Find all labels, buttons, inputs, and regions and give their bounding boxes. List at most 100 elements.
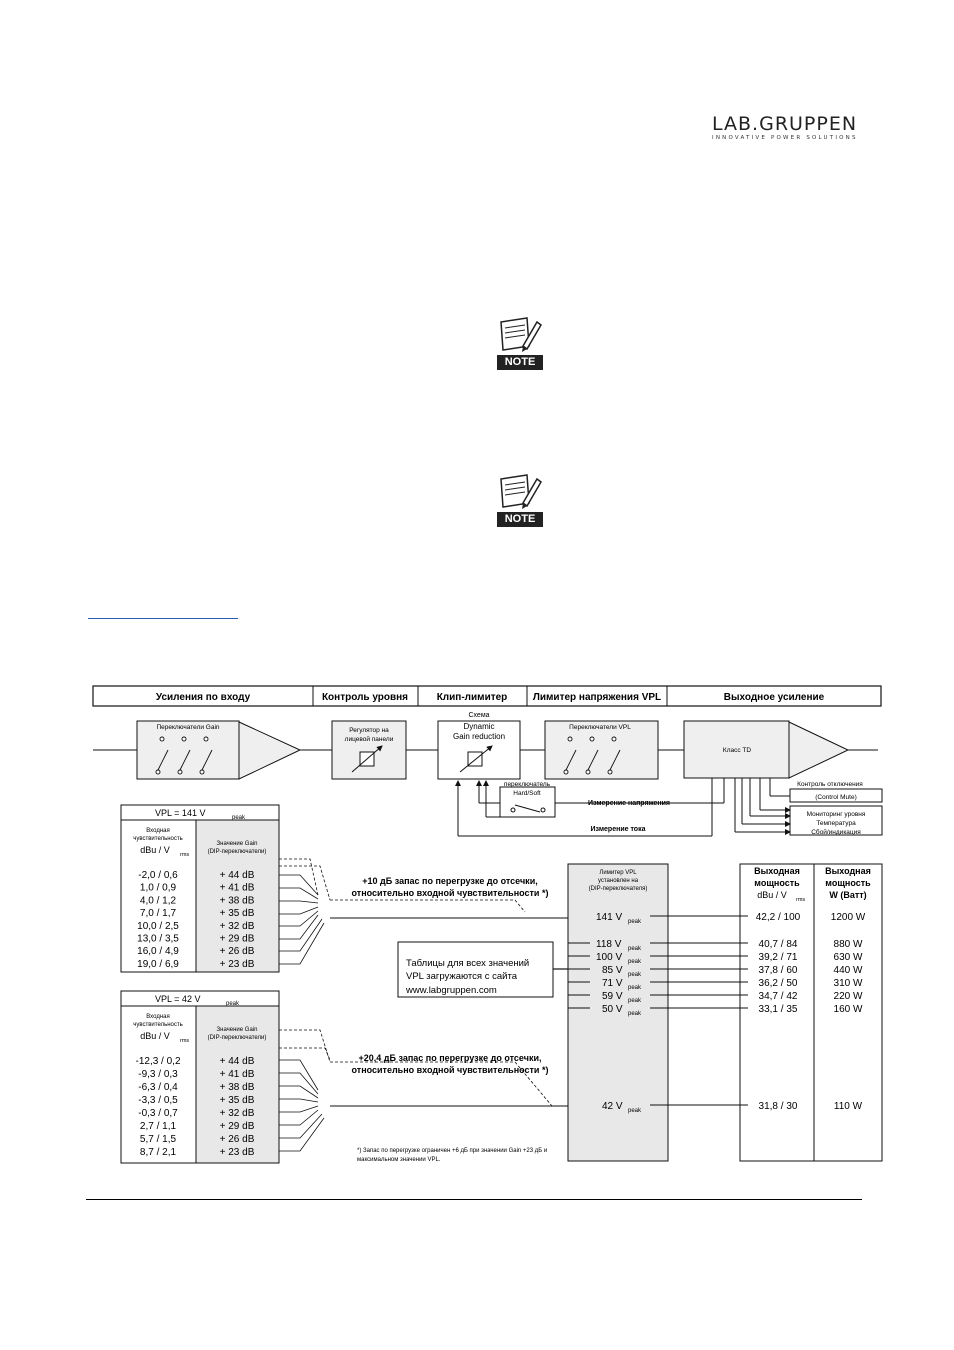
level-ctrl-line2: лицевой панели	[345, 735, 394, 743]
gain-value-cell: + 26 dB	[220, 1134, 255, 1145]
output-dbu-cell: 39,2 / 71	[759, 952, 798, 963]
output-dbu-cell: 42,2 / 100	[756, 912, 801, 923]
output-dbu-cell: 40,7 / 84	[759, 939, 798, 950]
vpl-value: 59 V	[602, 991, 623, 1002]
vpl-value-sub: peak	[628, 972, 642, 978]
output-watt-cell: 1200 W	[831, 912, 866, 923]
vpl-value-sub: peak	[628, 919, 642, 925]
mute-box-label: (Control Mute)	[815, 794, 857, 801]
gain-value-cell: + 35 dB	[220, 908, 255, 919]
vpl-value-sub: peak	[628, 998, 642, 1004]
gain-value-cell: + 38 dB	[220, 1082, 255, 1093]
clip-limiter-line2: Dynamic	[463, 722, 494, 731]
gain-value-cell: + 26 dB	[220, 946, 255, 957]
table-a-gain-head1: Значение Gain	[217, 841, 258, 847]
lab-gruppen-logo: LAB.GRUPPEN INNOVATIVE POWER SOLUTIONS	[712, 114, 888, 144]
link-underline[interactable]	[88, 618, 238, 619]
output-dbu-cell: 33,1 / 35	[759, 1004, 798, 1015]
gain-value-cell: + 35 dB	[220, 1095, 255, 1106]
class-td-label: Класс TD	[723, 747, 751, 754]
vpl-value-sub: peak	[628, 985, 642, 991]
monitoring-line2: Температура	[816, 820, 856, 827]
table-a-gain-head2: (DIP-переключатели)	[208, 849, 267, 855]
gain-value-cell: + 44 dB	[220, 1056, 255, 1067]
hardsoft-line2: Hard/Soft	[513, 790, 541, 797]
output-dbu-cell: 36,2 / 50	[759, 978, 798, 989]
vpl-value-sub: peak	[628, 959, 642, 965]
note-pencil-icon	[500, 474, 542, 509]
info-line3: www.labgruppen.com	[405, 985, 497, 996]
footnote-line1: *) Запас по перегрузке ограничен +6 дБ п…	[357, 1148, 547, 1154]
table-a-input-head1: Входная	[146, 828, 169, 834]
output-watt-cell: 220 W	[834, 991, 863, 1002]
gain-value-cell: + 29 dB	[220, 934, 255, 945]
clip-limiter-line3: Gain reduction	[453, 732, 505, 741]
gain-value-cell: + 32 dB	[220, 1108, 255, 1119]
input-sensitivity-cell: 13,0 / 3,5	[137, 934, 179, 945]
vpl-value-sub: peak	[628, 946, 642, 952]
monitoring-line1: Мониторинг уровня	[807, 811, 866, 818]
table-b-vpl-prefix: VPL = 42 V	[155, 994, 200, 1004]
input-sensitivity-cell: 7,0 / 1,7	[140, 908, 177, 919]
input-sensitivity-cell: -12,3 / 0,2	[135, 1056, 180, 1067]
vpl-value-sub: peak	[628, 1108, 642, 1114]
vpl-value: 71 V	[602, 978, 623, 989]
table-b-gain-head2: (DIP-переключатели)	[208, 1035, 267, 1041]
clip-limiter-line1: Схема	[468, 712, 489, 719]
margin-a-line2: относительно входной чувствительности *)	[352, 888, 549, 898]
vpl-value: 141 V	[596, 912, 622, 923]
table-a-vpl-prefix: VPL = 141 V	[155, 808, 205, 818]
input-sensitivity-cell: 4,0 / 1,2	[140, 895, 177, 906]
section-output-gain: Выходное усиление	[724, 692, 825, 703]
gain-value-cell: + 23 dB	[220, 959, 255, 970]
output-watt-cell: 880 W	[834, 939, 863, 950]
voltage-measure-label: Измерение напряжения	[588, 800, 670, 807]
input-sensitivity-cell: -9,3 / 0,3	[138, 1069, 178, 1080]
out-units: dBu / V	[757, 890, 787, 900]
vpl-value: 85 V	[602, 965, 623, 976]
table-b-input-head2: чувствительность	[133, 1022, 183, 1028]
input-sensitivity-cell: -3,3 / 0,5	[138, 1095, 178, 1106]
info-line2: VPL загружаются с сайта	[406, 971, 518, 982]
input-sensitivity-cell: 16,0 / 4,9	[137, 946, 179, 957]
gain-value-cell: + 38 dB	[220, 895, 255, 906]
table-b-gain-head1: Значение Gain	[217, 1027, 258, 1033]
output-dbu-cell: 37,8 / 60	[759, 965, 798, 976]
vpl-value-sub: peak	[628, 1011, 642, 1017]
vpl-value: 118 V	[596, 939, 622, 950]
note-label: NOTE	[497, 512, 543, 527]
input-sensitivity-cell: 19,0 / 6,9	[137, 959, 179, 970]
input-sensitivity-cell: 1,0 / 0,9	[140, 883, 177, 894]
gain-value-cell: + 41 dB	[220, 883, 255, 894]
footnote-line2: максимальном значении VPL.	[357, 1157, 441, 1163]
out-head1: Выходная	[754, 866, 800, 876]
table-b-vpl-sub: peak	[226, 1001, 240, 1007]
input-sensitivity-cell: 10,0 / 2,5	[137, 921, 179, 932]
footer-rule	[86, 1199, 862, 1200]
table-b-input-head1: Входная	[146, 1014, 169, 1020]
gain-value-cell: + 41 dB	[220, 1069, 255, 1080]
margin-a-line1: +10 дБ запас по перегрузке до отсечки,	[362, 876, 537, 886]
table-a-units-sub: rms	[180, 852, 189, 858]
input-sensitivity-cell: -6,3 / 0,4	[138, 1082, 178, 1093]
margin-b-line2: относительно входной чувствительности *)	[352, 1065, 549, 1075]
output-watt-cell: 310 W	[834, 978, 863, 989]
current-measure-label: Измерение тока	[591, 826, 646, 833]
vpl-switches-label: Переключатели VPL	[569, 724, 631, 731]
watt-head1: Выходная	[825, 866, 871, 876]
output-watt-cell: 110 W	[834, 1101, 863, 1112]
table-a-units: dBu / V	[140, 845, 170, 855]
vpl-value: 100 V	[596, 952, 622, 963]
input-sensitivity-cell: -0,3 / 0,7	[138, 1108, 178, 1119]
note-icon: NOTE	[497, 316, 543, 370]
section-input-gain: Усиления по входу	[156, 692, 251, 703]
note-label: NOTE	[497, 355, 543, 370]
gain-value-cell: + 23 dB	[220, 1147, 255, 1158]
watt-head3: W (Ватт)	[829, 890, 866, 900]
monitoring-line3: Сбой/индикация	[811, 828, 861, 836]
output-dbu-cell: 34,7 / 42	[759, 991, 798, 1002]
out-units-sub: rms	[796, 897, 805, 903]
logo-tagline: INNOVATIVE POWER SOLUTIONS	[712, 135, 858, 141]
gain-value-cell: + 29 dB	[220, 1121, 255, 1132]
